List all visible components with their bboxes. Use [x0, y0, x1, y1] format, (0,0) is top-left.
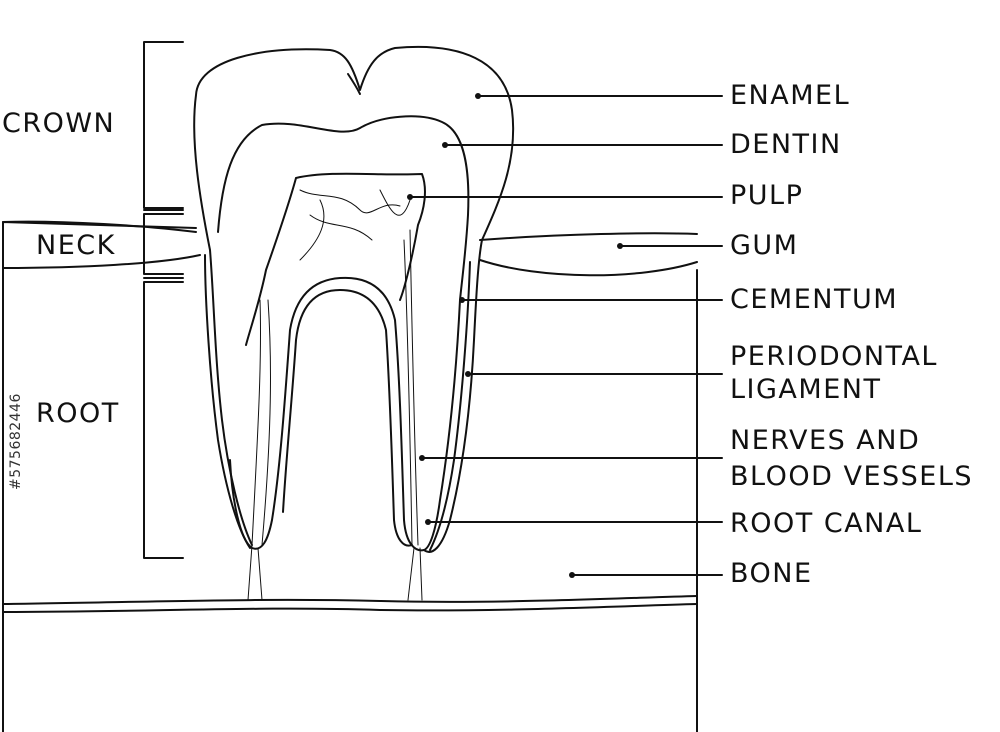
bone-surface	[2, 595, 698, 605]
root-bracket	[143, 281, 184, 559]
pulp-dot	[407, 194, 413, 200]
neck-bracket	[143, 213, 184, 275]
periodontal-dot	[465, 371, 471, 377]
dentin-outline	[217, 115, 470, 551]
enamel-dot	[475, 93, 481, 99]
pulp-label: PULP	[730, 180, 804, 211]
tooth-outline	[193, 45, 515, 553]
periodontal-label-line2: LIGAMENT	[730, 374, 882, 405]
pulp-chamber	[245, 172, 426, 346]
crown-bracket	[143, 41, 184, 209]
root-canal-label: ROOT CANAL	[730, 508, 923, 539]
dentin-label: DENTIN	[730, 129, 842, 160]
nerve-fibers	[247, 189, 423, 601]
crown-label: CROWN	[2, 108, 116, 139]
nerves-dot	[419, 455, 425, 461]
root-canal-inner	[282, 289, 413, 547]
root-label: ROOT	[36, 398, 120, 429]
cementum-outline	[204, 254, 471, 551]
bone-dot	[569, 572, 575, 578]
gum-dot	[617, 243, 623, 249]
neck-label: NECK	[36, 230, 116, 261]
occlusal-groove	[347, 73, 361, 95]
neck-bracket-ticks	[143, 209, 184, 279]
enamel-label: ENAMEL	[730, 80, 851, 111]
stock-id-watermark: #575682446	[8, 393, 24, 490]
gum-label: GUM	[730, 230, 799, 261]
bone-surface-inner	[2, 603, 698, 613]
gum-lower-edge	[2, 254, 698, 277]
gum-surface	[2, 220, 698, 241]
cementum-label: CEMENTUM	[730, 284, 899, 315]
dentin-dot	[442, 142, 448, 148]
nerves-label-line2: BLOOD VESSELS	[730, 461, 974, 492]
bone-label: BONE	[730, 558, 813, 589]
root-canal-outer	[229, 276, 425, 552]
nerves-label-line1: NERVES AND	[730, 425, 921, 456]
cementum-dot	[459, 297, 465, 303]
periodontal-label-line1: PERIODONTAL	[730, 341, 938, 372]
frame-outline	[2, 221, 698, 732]
root-canal-dot	[425, 519, 431, 525]
